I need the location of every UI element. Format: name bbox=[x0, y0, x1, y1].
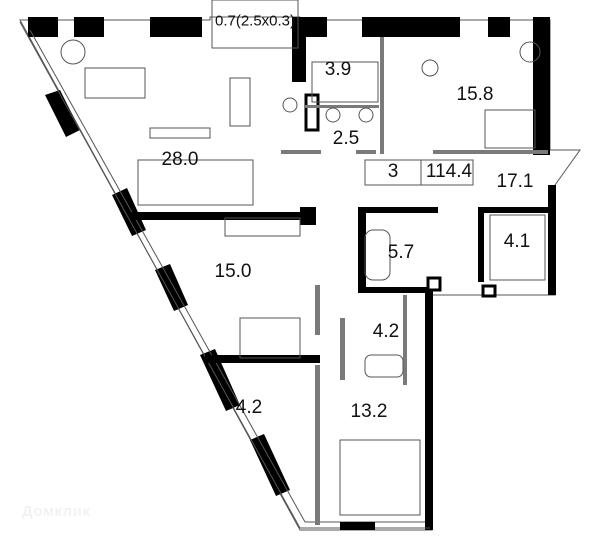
tv-unit bbox=[149, 127, 211, 139]
room-area-wardrobe-top: 3.9 bbox=[324, 59, 352, 80]
bathtub-small bbox=[364, 354, 404, 378]
wardrobe-rack-left bbox=[224, 217, 301, 237]
rooms-count: 3 bbox=[387, 161, 399, 182]
summary-box bbox=[364, 159, 474, 186]
bed-bottom bbox=[339, 439, 421, 516]
plant bbox=[60, 39, 86, 65]
room-area-bedroom-top: 15.8 bbox=[456, 84, 494, 105]
room-area-bathroom: 5.7 bbox=[387, 242, 415, 263]
bed-left bbox=[239, 317, 301, 359]
room-area-bedroom-bottom: 13.2 bbox=[350, 401, 388, 422]
total-area: 114.4 bbox=[425, 161, 473, 182]
bathtub bbox=[364, 229, 391, 281]
sofa bbox=[137, 159, 254, 206]
kitchen-island bbox=[229, 77, 251, 127]
balcony bbox=[211, 0, 299, 49]
outer-contour bbox=[19, 16, 581, 531]
room-area-living: 28.0 bbox=[161, 149, 199, 170]
wardrobe-rack bbox=[489, 214, 546, 281]
plant bbox=[519, 41, 541, 63]
bed-top bbox=[484, 109, 536, 149]
room-area-wardrobe-right: 4.1 bbox=[503, 231, 531, 252]
balcony-label: 0.7(2.5x0.3) bbox=[214, 12, 296, 30]
partitions bbox=[281, 37, 548, 525]
watermark: Домклик bbox=[22, 503, 91, 520]
room-area-hall: 17.1 bbox=[496, 171, 534, 192]
room-area-wardrobe-bottom: 4.2 bbox=[235, 397, 263, 418]
wardrobe-rack-top bbox=[311, 61, 379, 103]
room-area-laundry: 2.5 bbox=[332, 128, 360, 149]
room-area-bedroom-left: 15.0 bbox=[214, 261, 252, 282]
dining-table bbox=[84, 67, 146, 99]
room-area-bathroom-small: 4.2 bbox=[372, 321, 400, 342]
interior-walls bbox=[130, 93, 548, 363]
